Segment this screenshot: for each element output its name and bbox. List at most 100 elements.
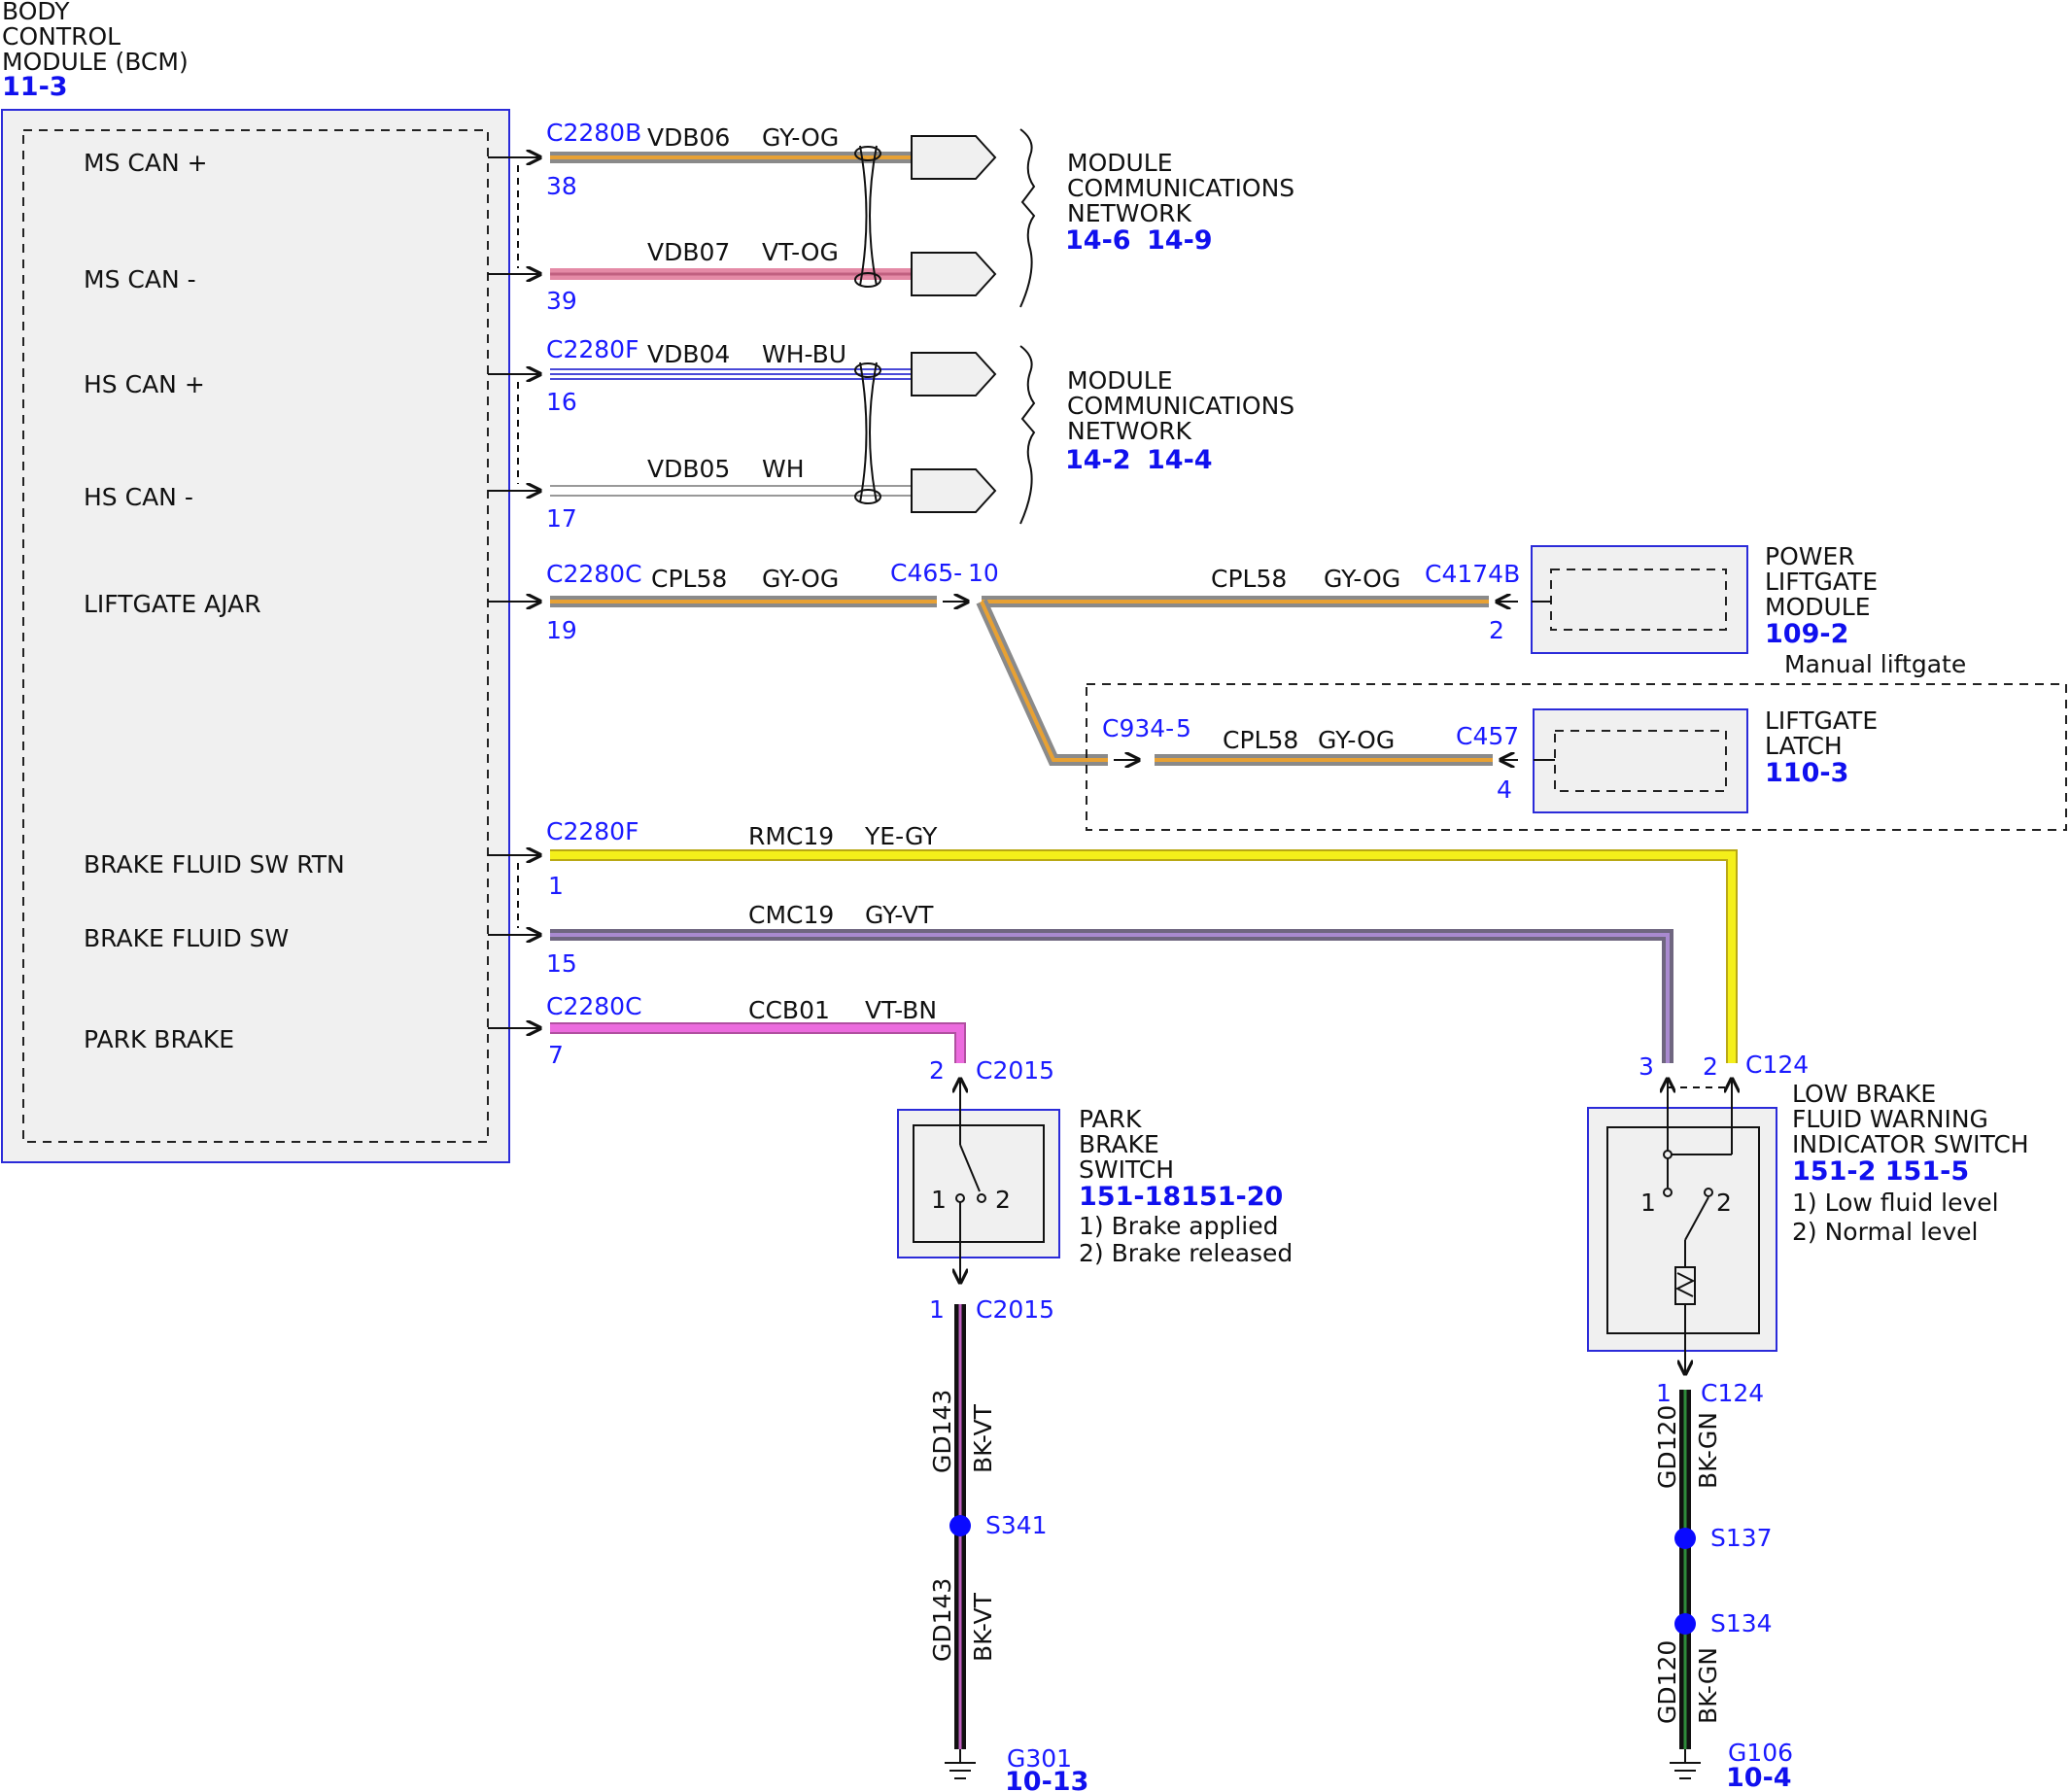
plm-label-line-3: MODULE (1765, 593, 1871, 621)
ground-g106-ref[interactable]: 10-4 (1726, 1763, 1792, 1792)
hs-can-brace (1019, 345, 1036, 525)
ms-can-dest-line-3: NETWORK (1067, 199, 1192, 227)
brake-sw-circuit: CMC19 (748, 901, 834, 929)
ms-can-circuits: C2280B VDB06 GY-OG 38 VDB07 VT-OG 39 MOD… (546, 119, 1294, 315)
hs-can-wire1-pin: 16 (546, 388, 577, 416)
plm-connector[interactable]: C4174B (1425, 560, 1520, 588)
hs-can-connector[interactable]: C2280F (546, 335, 638, 363)
bcm-pin-brake-fluid-sw-rtn: BRAKE FLUID SW RTN (84, 850, 345, 879)
ms-can-ref-2[interactable]: 14-9 (1147, 225, 1213, 256)
bcm-pin-hs-can-plus: HS CAN + (84, 370, 205, 398)
plm-wire-color: GY-OG (1324, 565, 1400, 593)
splice-s134[interactable] (1674, 1613, 1696, 1635)
park-ground-pin: 1 (929, 1295, 945, 1324)
park-brake-connector[interactable]: C2280C (546, 992, 642, 1020)
park-ground-circuit-2: GD143 (928, 1578, 956, 1662)
c934-pin: 5 (1176, 714, 1191, 742)
wire-ccb01[interactable] (550, 1022, 966, 1063)
c465-pin: 10 (968, 559, 999, 587)
liftgate-connector[interactable]: C2280C (546, 560, 642, 588)
park-ground-color-2: BK-VT (969, 1592, 997, 1662)
brake-switch-note-1: 1) Low fluid level (1792, 1189, 1999, 1217)
bcm-module: BODY CONTROL MODULE (BCM) 11-3 MS CAN + … (1, 0, 510, 1163)
park-switch-contact-1: 1 (931, 1186, 947, 1214)
brake-ground-connector[interactable]: C124 (1701, 1379, 1764, 1407)
latch-connector[interactable]: C457 (1456, 722, 1519, 750)
liftgate-circuits: C2280C CPL58 GY-OG 19 C465- 10 CPL58 GY-… (546, 542, 2067, 831)
plm-pin: 2 (1489, 616, 1504, 644)
park-brake-switch-box[interactable] (897, 1109, 1060, 1258)
bcm-outer-box (1, 109, 510, 1163)
park-switch-label-line-2: BRAKE (1079, 1130, 1159, 1158)
splice-s137[interactable] (1674, 1528, 1696, 1549)
brake-switch-refs[interactable]: 151-2 151-5 (1792, 1156, 1969, 1187)
bcm-pin-stubs (488, 157, 540, 1028)
brake-rtn-circuit: RMC19 (748, 822, 834, 850)
latch-ref-link[interactable]: 110-3 (1765, 758, 1848, 788)
brake-rtn-pin: 1 (548, 872, 564, 900)
bcm-pin-brake-fluid-sw: BRAKE FLUID SW (84, 924, 289, 952)
hs-can-wire2-circuit: VDB05 (647, 455, 730, 483)
bcm-pin-ms-can-plus: MS CAN + (84, 149, 208, 177)
park-switch-contact-2: 2 (995, 1186, 1011, 1214)
hs-can-ref-2[interactable]: 14-4 (1147, 445, 1213, 475)
hs-can-wire1-color: WH-BU (762, 340, 846, 368)
brake-switch-label-line-2: FLUID WARNING (1792, 1105, 1988, 1133)
park-ground-color: BK-VT (969, 1403, 997, 1473)
hs-can-minus-terminal (911, 468, 997, 513)
liftgate-color: GY-OG (762, 565, 839, 593)
hs-can-dest-line-3: NETWORK (1067, 417, 1192, 445)
park-switch-refs[interactable]: 151-18151-20 (1079, 1182, 1283, 1212)
plm-label-line-1: POWER (1765, 542, 1855, 570)
wire-cmc19[interactable] (550, 929, 1673, 1063)
bcm-title-line-3: MODULE (BCM) (2, 48, 189, 76)
plm-label-line-2: LIFTGATE (1765, 568, 1878, 596)
liftgate-pin: 19 (546, 616, 577, 644)
ms-can-connector[interactable]: C2280B (546, 119, 641, 147)
brake-switch-pin-a: 3 (1639, 1052, 1654, 1081)
bcm-inner-dashed-box (22, 129, 489, 1143)
park-ground-connector[interactable]: C2015 (976, 1295, 1054, 1324)
park-switch-label-line-1: PARK (1079, 1105, 1142, 1133)
bcm-ref-link[interactable]: 11-3 (2, 72, 68, 102)
ms-can-minus-terminal (911, 252, 997, 296)
park-switch-note-1: 1) Brake applied (1079, 1212, 1278, 1240)
c465-connector[interactable]: C465- (890, 559, 962, 587)
ms-can-wire2-circuit: VDB07 (647, 238, 730, 266)
ms-can-dest-line-2: COMMUNICATIONS (1067, 174, 1294, 202)
latch-label-line-2: LATCH (1765, 732, 1843, 760)
bcm-pin-park-brake: PARK BRAKE (84, 1025, 234, 1053)
brake-switch-label-line-1: LOW BRAKE (1792, 1080, 1936, 1108)
plm-box[interactable] (1531, 545, 1748, 654)
plm-ref-link[interactable]: 109-2 (1765, 619, 1848, 649)
brake-ground-circuit-2: GD120 (1653, 1640, 1681, 1724)
brake-rtn-connector[interactable]: C2280F (546, 817, 638, 845)
manual-liftgate-note: Manual liftgate (1784, 650, 1966, 678)
c934-connector[interactable]: C934- (1102, 714, 1174, 742)
manual-liftgate-option-box (1086, 683, 2067, 831)
liftgate-latch-box[interactable] (1533, 708, 1748, 813)
brake-switch-pin-b: 2 (1703, 1052, 1718, 1081)
latch-wire-color: GY-OG (1318, 726, 1395, 754)
bcm-title-line-2: CONTROL (2, 22, 121, 51)
ground-g301-ref[interactable]: 10-13 (1005, 1767, 1088, 1792)
brake-switch-contact-2: 2 (1716, 1189, 1732, 1217)
splice-s137-label: S137 (1710, 1524, 1773, 1552)
splice-s341[interactable] (949, 1515, 971, 1536)
brake-rtn-color: YE-GY (864, 822, 938, 850)
park-switch-connector[interactable]: C2015 (976, 1056, 1054, 1085)
ms-can-ref-1[interactable]: 14-6 (1065, 225, 1131, 256)
brake-sw-pin: 15 (546, 949, 577, 978)
ground-g106-label: G106 (1728, 1739, 1793, 1767)
park-brake-color: VT-BN (865, 996, 937, 1024)
low-brake-fluid-switch-box[interactable] (1587, 1107, 1777, 1352)
brake-switch-note-2: 2) Normal level (1792, 1218, 1978, 1246)
park-brake-circuit: CCB01 (748, 996, 830, 1024)
hs-can-ref-1[interactable]: 14-2 (1065, 445, 1131, 475)
splice-s134-label: S134 (1710, 1609, 1773, 1637)
ms-can-twist-left (859, 145, 868, 287)
brake-switch-label-line-3: INDICATOR SWITCH (1792, 1130, 2029, 1158)
brake-switch-connector[interactable]: C124 (1745, 1051, 1809, 1079)
latch-label-line-1: LIFTGATE (1765, 706, 1878, 735)
splice-s341-label: S341 (985, 1511, 1048, 1539)
